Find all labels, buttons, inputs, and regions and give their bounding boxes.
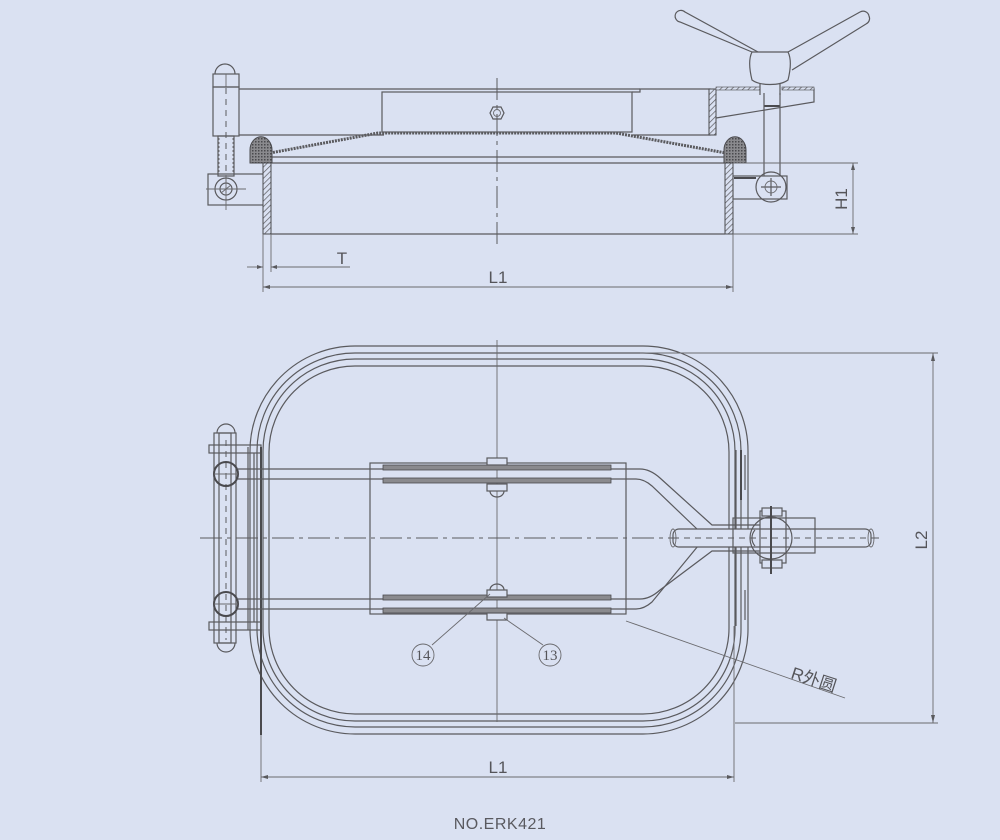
hinge-assembly [208, 423, 262, 735]
swing-bolt-eye [755, 171, 787, 203]
dim-radius-label: R外圆 [789, 664, 839, 696]
balloon-14-label: 14 [416, 648, 432, 664]
dim-l1-side-label: L1 [489, 268, 508, 287]
cover-plate [269, 131, 727, 155]
gasket-left [249, 136, 273, 164]
side-view: H1 T L1 [206, 9, 871, 292]
model-number: NO.ERK421 [453, 816, 547, 833]
gasket-right [723, 136, 747, 164]
nut-bottom-lower [486, 612, 508, 621]
wing-handle [674, 9, 871, 176]
balloon-13-label: 13 [543, 648, 558, 664]
top-view: 14 13 R外圆 L2 [200, 340, 938, 782]
cover-arm [239, 88, 711, 136]
dim-l2-label: L2 [912, 531, 931, 550]
balloon-14 [411, 643, 435, 667]
locking-handle [669, 450, 880, 626]
dim-t-label: T [337, 249, 347, 268]
nut-bottom-upper [486, 589, 508, 598]
dim-h1-label: H1 [832, 188, 851, 210]
balloon-13 [538, 643, 562, 667]
nut-top-upper [486, 457, 508, 466]
yoke [238, 468, 760, 610]
radius-leader [625, 620, 846, 699]
frame-wall-left [262, 162, 272, 235]
dim-l1-top-label: L1 [489, 758, 508, 777]
hinge-post [206, 63, 265, 210]
frame-wall-right [724, 162, 734, 235]
